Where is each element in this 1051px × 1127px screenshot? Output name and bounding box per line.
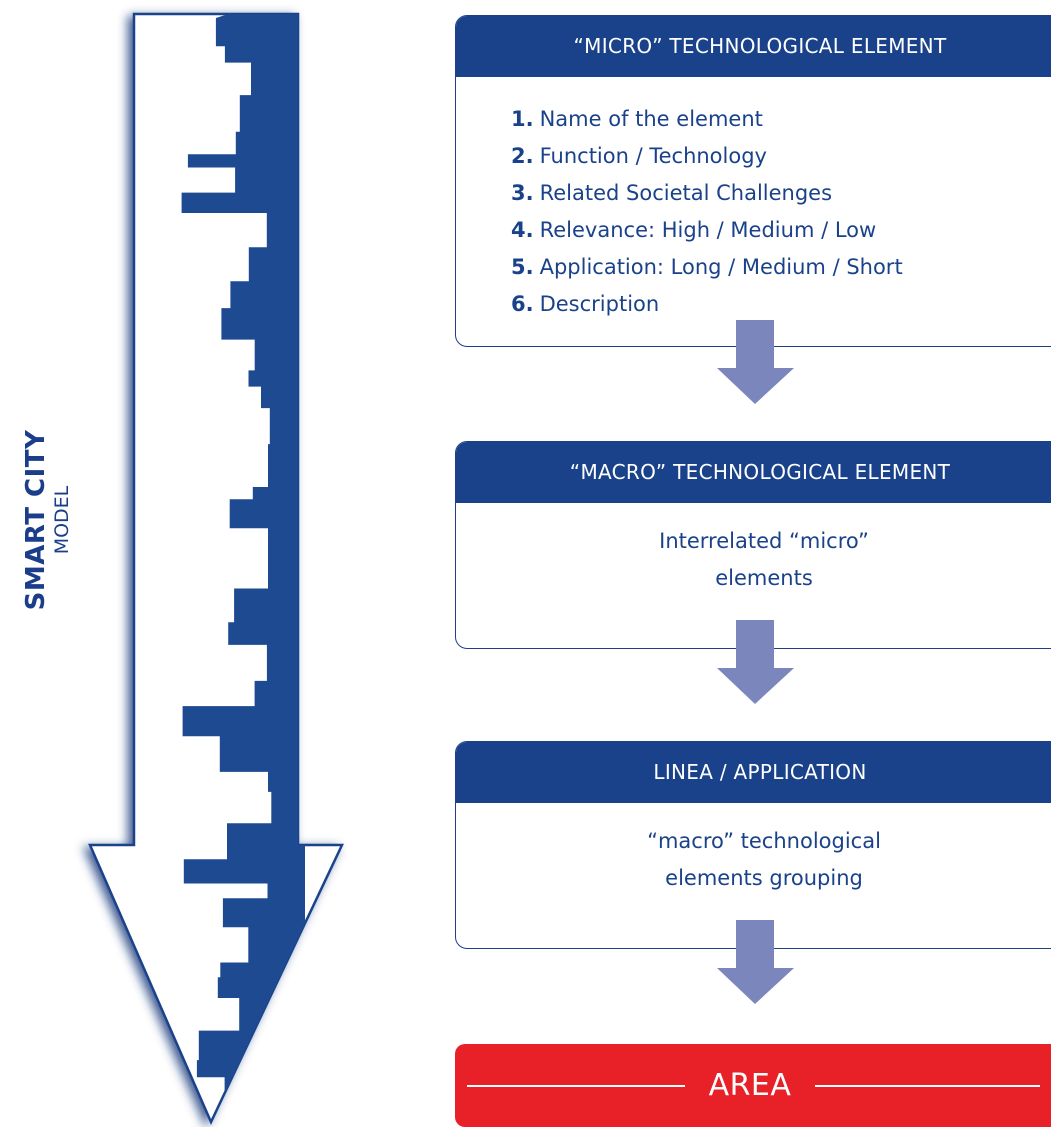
item-text: Name of the element	[539, 107, 763, 131]
micro-element-header: “MICRO” TECHNOLOGICAL ELEMENT	[456, 16, 1051, 77]
list-item: 1.Name of the element	[511, 101, 1051, 138]
item-text: Relevance: High / Medium / Low	[539, 218, 877, 242]
list-item: 6.Description	[511, 286, 1051, 323]
micro-element-box: “MICRO” TECHNOLOGICAL ELEMENT 1.Name of …	[455, 15, 1051, 347]
arrow-outline	[88, 12, 344, 1126]
macro-element-header: “MACRO” TECHNOLOGICAL ELEMENT	[456, 442, 1051, 503]
item-number: 3.	[511, 181, 534, 205]
skyline-arrow	[88, 12, 344, 1126]
item-number: 5.	[511, 255, 534, 279]
city-skyline	[181, 14, 305, 1122]
description-line: elements	[715, 566, 813, 590]
down-arrow-icon	[717, 320, 794, 404]
list-item: 5.Application: Long / Medium / Short	[511, 249, 1051, 286]
divider-line	[467, 1085, 685, 1087]
item-number: 2.	[511, 144, 534, 168]
linea-application-header: LINEA / APPLICATION	[456, 742, 1051, 803]
down-arrow-icon	[717, 620, 794, 704]
macro-element-description: Interrelated “micro” elements	[594, 523, 934, 597]
linea-application-box: LINEA / APPLICATION “macro” technologica…	[455, 741, 1051, 949]
item-number: 4.	[511, 218, 534, 242]
item-number: 1.	[511, 107, 534, 131]
area-box: AREA	[455, 1044, 1051, 1127]
area-label: AREA	[708, 1068, 792, 1103]
item-text: Related Societal Challenges	[539, 181, 833, 205]
description-line: “macro” technological	[647, 829, 881, 853]
macro-element-box: “MACRO” TECHNOLOGICAL ELEMENT Interrelat…	[455, 441, 1051, 649]
down-arrow-icon	[717, 920, 794, 1004]
list-item: 3.Related Societal Challenges	[511, 175, 1051, 212]
list-item: 4.Relevance: High / Medium / Low	[511, 212, 1051, 249]
description-line: Interrelated “micro”	[659, 529, 869, 553]
item-text: Application: Long / Medium / Short	[539, 255, 903, 279]
description-line: elements grouping	[665, 866, 863, 890]
linea-application-description: “macro” technological elements grouping	[594, 823, 934, 897]
micro-element-list: 1.Name of the element 2.Function / Techn…	[456, 77, 1051, 323]
item-number: 6.	[511, 292, 534, 316]
list-item: 2.Function / Technology	[511, 138, 1051, 175]
side-label-title: SMART CITY	[21, 429, 52, 611]
side-label-subtitle: MODEL	[51, 485, 74, 555]
item-text: Function / Technology	[539, 144, 767, 168]
item-text: Description	[539, 292, 660, 316]
divider-line	[815, 1085, 1040, 1087]
